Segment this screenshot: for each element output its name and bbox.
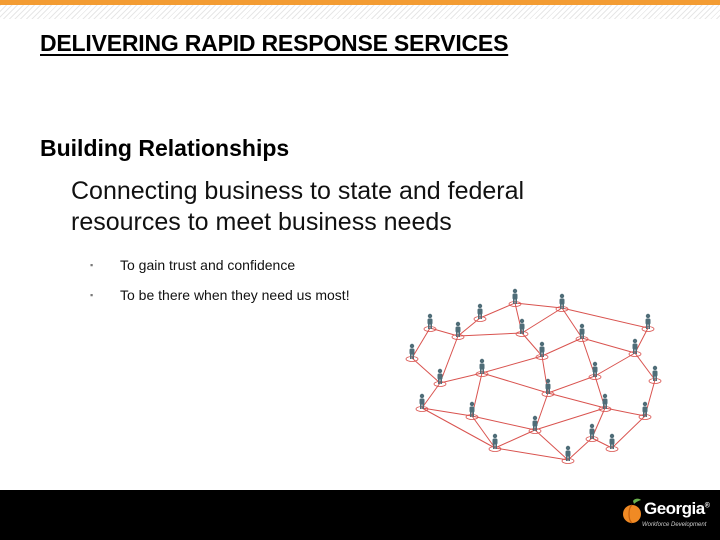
person-icon	[648, 365, 662, 384]
person-icon	[585, 423, 599, 442]
network-link	[411, 327, 431, 359]
network-link	[421, 407, 496, 449]
person-icon	[598, 393, 612, 412]
network-link	[494, 447, 569, 461]
network-link	[611, 415, 646, 449]
person-icon	[488, 433, 502, 452]
bullet-list: ▪ To gain trust and confidence ▪ To be the…	[90, 255, 350, 315]
network-link	[534, 429, 569, 461]
network-link	[561, 307, 649, 329]
lead-text: Connecting business to state and federal…	[71, 177, 525, 236]
network-link	[634, 352, 656, 381]
network-link	[561, 307, 583, 339]
slide-subtitle: Building Relationships	[40, 135, 290, 161]
person-icon	[433, 368, 447, 387]
network-link	[479, 302, 516, 319]
list-item: ▪ To gain trust and confidence	[90, 255, 350, 285]
georgia-logo: Georgia® Workforce Development	[622, 495, 712, 537]
person-icon	[628, 338, 642, 357]
person-icon	[415, 393, 429, 412]
network-link	[429, 327, 459, 337]
network-link	[457, 317, 481, 337]
person-icon	[561, 445, 575, 464]
network-link	[541, 337, 583, 357]
network-link	[521, 332, 543, 357]
person-icon	[515, 318, 529, 337]
network-link	[481, 372, 549, 394]
list-item: ▪ To be there when they need us most!	[90, 285, 350, 315]
person-icon	[575, 323, 589, 342]
logo-subtitle: Workforce Development	[642, 522, 707, 528]
bullet-icon: ▪	[90, 290, 94, 300]
top-accent-stripe	[0, 0, 720, 5]
network-link	[421, 407, 473, 417]
network-link	[514, 302, 563, 309]
person-icon	[473, 303, 487, 322]
bullet-text: To gain trust and confidence	[120, 257, 296, 273]
person-icon	[508, 288, 522, 307]
person-icon	[405, 343, 419, 362]
person-icon	[641, 313, 655, 332]
network-link	[481, 355, 543, 374]
network-link	[439, 372, 483, 384]
person-icon	[475, 358, 489, 377]
network-link	[534, 407, 606, 431]
network-link	[411, 357, 441, 384]
network-link	[439, 335, 459, 384]
person-icon	[451, 321, 465, 340]
network-link	[471, 415, 496, 449]
person-icon	[528, 415, 542, 434]
bullet-icon: ▪	[90, 260, 94, 270]
person-icon	[588, 361, 602, 380]
person-icon	[535, 341, 549, 360]
person-icon	[423, 313, 437, 332]
network-link	[547, 392, 606, 409]
footer-bar: Georgia® Workforce Development	[0, 490, 720, 540]
person-icon	[638, 401, 652, 420]
network-link	[494, 429, 536, 449]
bullet-text: To be there when they need us most!	[120, 287, 350, 303]
logo-text: Georgia®	[644, 499, 710, 518]
person-icon	[555, 293, 569, 312]
network-link	[457, 332, 523, 337]
slide-title: DELIVERING RAPID RESPONSE SERVICES	[40, 30, 509, 56]
person-icon	[605, 433, 619, 452]
network-link	[547, 375, 596, 394]
georgia-peach-icon	[623, 498, 641, 524]
top-hatch-band	[0, 5, 720, 19]
network-link	[604, 407, 646, 417]
network-link	[591, 437, 613, 449]
network-link	[471, 415, 536, 431]
network-link	[581, 337, 636, 354]
person-icon	[541, 378, 555, 397]
network-link	[421, 382, 441, 409]
person-icon	[465, 401, 479, 420]
network-link	[567, 437, 593, 461]
network-link	[594, 352, 636, 377]
network-link	[521, 307, 563, 334]
people-network-illustration	[405, 288, 662, 464]
